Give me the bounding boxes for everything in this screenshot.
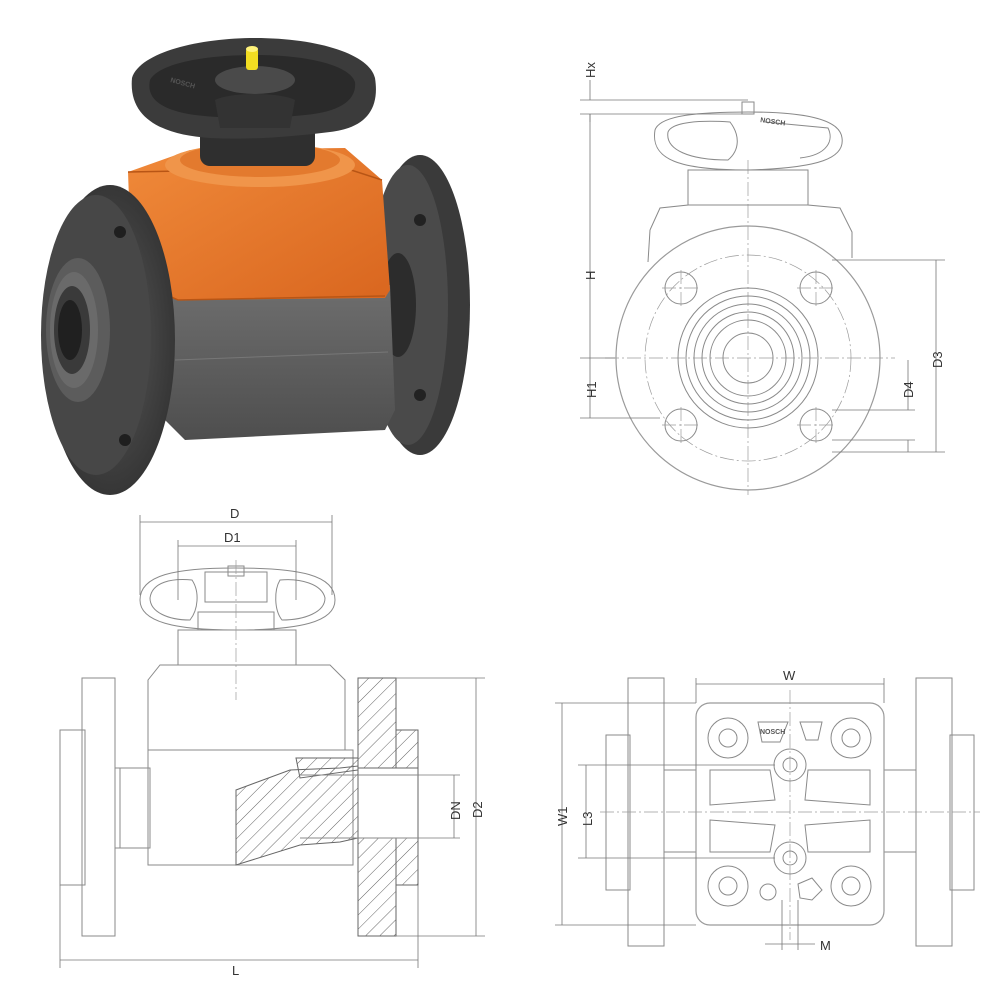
label-w: W — [783, 668, 796, 683]
end-flange-circle — [615, 225, 881, 491]
section-hatch-body — [235, 765, 359, 866]
position-indicator — [246, 48, 258, 70]
label-d4: D4 — [901, 381, 916, 398]
top-view-drawing: NOSCH W W1 L3 M — [555, 668, 980, 953]
label-m: M — [820, 938, 831, 953]
end-view-drawing: NOSCH Hx H H1 D3 — [580, 62, 945, 495]
label-d: D — [230, 506, 239, 521]
end-view-brand-text: NOSCH — [760, 117, 786, 127]
label-w1: W1 — [555, 807, 570, 827]
bore-outer-ring — [677, 287, 819, 429]
label-h1: H1 — [584, 381, 599, 398]
label-dn: DN — [448, 801, 463, 820]
label-h: H — [583, 271, 598, 280]
label-d1: D1 — [224, 530, 241, 545]
label-d3: D3 — [930, 351, 945, 368]
label-d2: D2 — [470, 801, 485, 818]
lower-body-grey — [165, 285, 395, 440]
left-flange-section — [81, 677, 116, 937]
label-hx: Hx — [583, 62, 598, 78]
side-section-drawing: D D1 DN D2 L — [59, 506, 485, 978]
bonnet-orange — [128, 148, 390, 300]
top-view-brand-text: NOSCH — [760, 729, 785, 736]
valve-3d-render: NOSCH — [41, 38, 470, 495]
label-l: L — [232, 963, 239, 978]
bore — [722, 332, 774, 384]
label-l3: L3 — [580, 812, 595, 826]
